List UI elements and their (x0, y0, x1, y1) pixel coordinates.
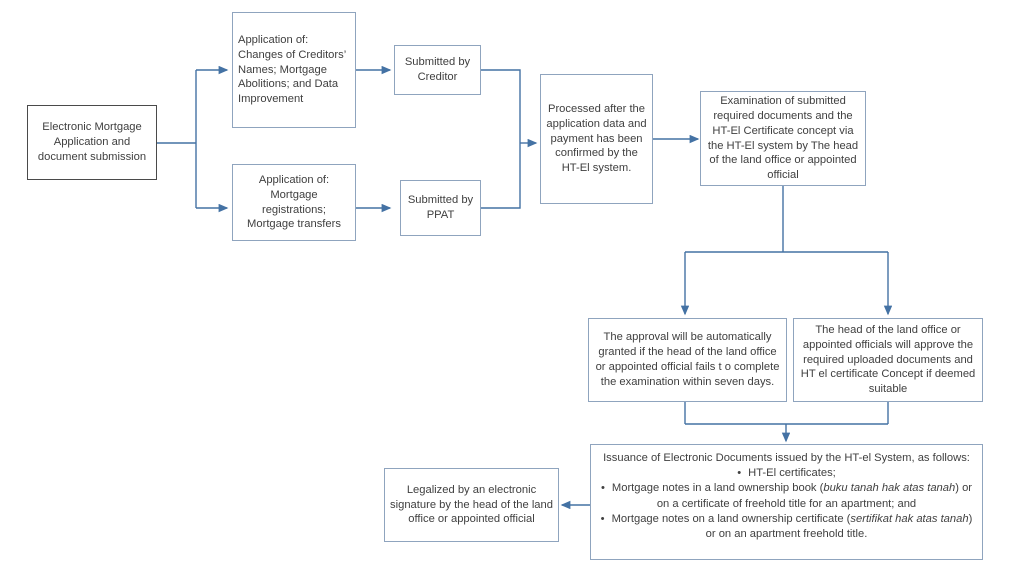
node-application-ppat-label: Application of: Mortgage registrations; … (247, 173, 341, 231)
node-submitted-by-creditor[interactable]: Submitted by Creditor (394, 45, 481, 95)
node-automatic-approval[interactable]: The approval will be automatically grant… (588, 318, 787, 402)
bullet-icon: • (600, 512, 605, 525)
node-processed-label: Processed after the application data and… (546, 102, 647, 175)
node-examination-label: Examination of submitted required docume… (707, 94, 859, 182)
issuance-list-item: • Mortgage notes in a land ownership book… (599, 481, 974, 511)
issuance-list-item-text: Mortgage notes in a land ownership book … (611, 482, 973, 510)
connector-ppat-merge (481, 143, 521, 209)
node-submitted-creditor-label: Submitted by Creditor (404, 56, 471, 83)
node-submitted-by-ppat[interactable]: Submitted by PPAT (400, 180, 481, 236)
bullet-icon: • (600, 482, 605, 495)
node-start-label: Electronic Mortgage Application and docu… (37, 121, 147, 163)
node-start-electronic-mortgage-application[interactable]: Electronic Mortgage Application and docu… (27, 105, 157, 180)
node-application-mortgage-registrations[interactable]: Application of: Mortgage registrations; … (232, 164, 356, 241)
node-auto-approval-label: The approval will be automatically grant… (595, 331, 780, 388)
node-application-creditor-changes[interactable]: Application of: Changes of Creditors’ Na… (232, 12, 356, 128)
node-legalized-label: Legalized by an electronic signature by … (390, 483, 553, 526)
node-examination-of-documents[interactable]: Examination of submitted required docume… (700, 91, 866, 186)
bullet-icon: • (737, 467, 742, 480)
issuance-list-item: • HT-El certificates; (599, 466, 974, 481)
node-processed-after-payment[interactable]: Processed after the application data and… (540, 74, 653, 204)
issuance-list-item-text: Mortgage notes on a land ownership certi… (611, 512, 973, 541)
node-issuance-of-electronic-documents[interactable]: Issuance of Electronic Documents issued … (590, 444, 983, 560)
node-legalized-by-electronic-signature[interactable]: Legalized by an electronic signature by … (384, 468, 559, 542)
connector-creditor-merge (481, 69, 521, 143)
issuance-lead-text: Issuance of Electronic Documents issued … (603, 452, 970, 464)
node-application-creditor-label: Application of: Changes of Creditors’ Na… (238, 33, 346, 106)
issuance-list-item: • Mortgage notes on a land ownership cert… (599, 512, 974, 542)
node-submitted-ppat-label: Submitted by PPAT (407, 194, 474, 221)
node-head-of-land-office-approval[interactable]: The head of the land office or appointed… (793, 318, 983, 402)
issuance-list: • HT-El certificates; • Mortgage notes in a… (599, 466, 974, 542)
node-head-approval-label: The head of the land office or appointed… (800, 323, 976, 396)
issuance-list-item-text: HT-El certificates; (748, 467, 836, 480)
